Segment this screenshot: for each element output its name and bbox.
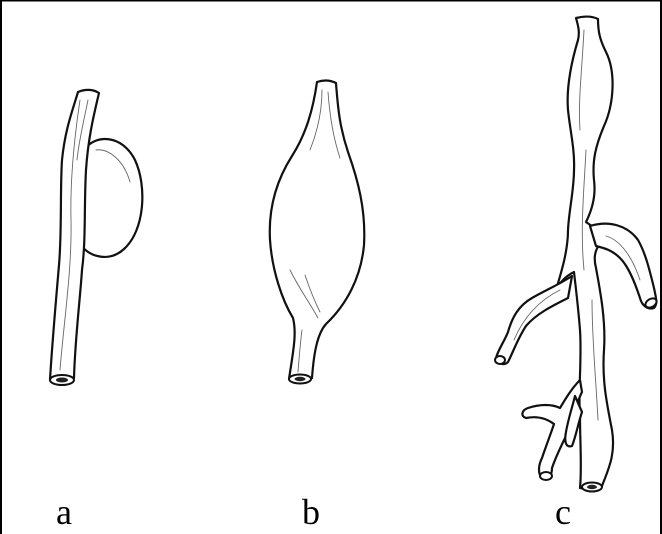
trunk-end-lumen — [587, 485, 597, 489]
left-branch-end — [495, 356, 505, 364]
aneurysm-sac — [80, 139, 142, 257]
fusiform-sac — [270, 81, 365, 382]
panel-label-a: a — [56, 492, 72, 532]
panel-c-branching-vessel — [495, 17, 658, 492]
panel-b-fusiform-aneurysm — [270, 81, 365, 384]
lower-branch-end — [540, 472, 552, 480]
vessel-end-lumen — [295, 377, 306, 381]
vessel-end-lumen — [56, 378, 68, 383]
panel-label-c: c — [555, 492, 571, 532]
panel-label-b: b — [302, 492, 320, 532]
left-branch — [496, 276, 572, 364]
panel-a-saccular-aneurysm — [50, 90, 142, 385]
